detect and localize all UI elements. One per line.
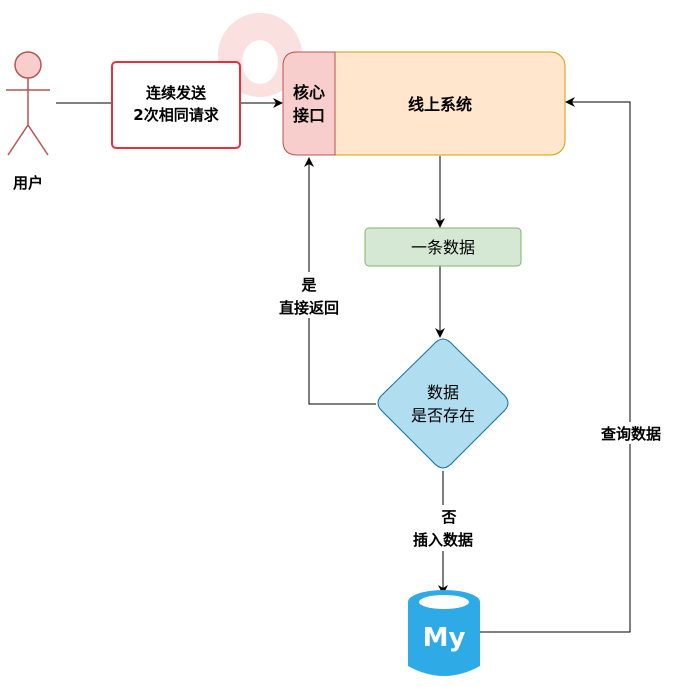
request-line2: 2次相同请求 xyxy=(133,106,219,124)
user-actor-icon xyxy=(6,51,50,156)
mysql-database-icon: My xyxy=(408,590,480,676)
record-box xyxy=(364,227,522,267)
core-line2: 接口 xyxy=(293,106,325,125)
request-line1: 连续发送 xyxy=(146,84,207,102)
user-label: 用户 xyxy=(13,174,43,192)
online-system-label: 线上系统 xyxy=(408,95,472,114)
no-label: 否 xyxy=(440,508,456,526)
edge-query-data xyxy=(480,97,631,633)
core-interface-box xyxy=(282,51,336,156)
decision-line1: 数据 xyxy=(427,383,459,402)
decision-line2: 是否存在 xyxy=(411,406,475,425)
query-data-label: 查询数据 xyxy=(601,425,661,443)
record-label: 一条数据 xyxy=(411,238,475,257)
request-box xyxy=(111,61,241,149)
database-label: My xyxy=(423,623,466,653)
yes-label: 是 xyxy=(300,276,317,294)
decision-diamond xyxy=(377,338,509,469)
insert-data-label: 插入数据 xyxy=(413,531,473,549)
core-line1: 核心 xyxy=(293,83,325,102)
yes-return-label: 直接返回 xyxy=(279,299,339,317)
edge-yes-return xyxy=(304,157,376,405)
